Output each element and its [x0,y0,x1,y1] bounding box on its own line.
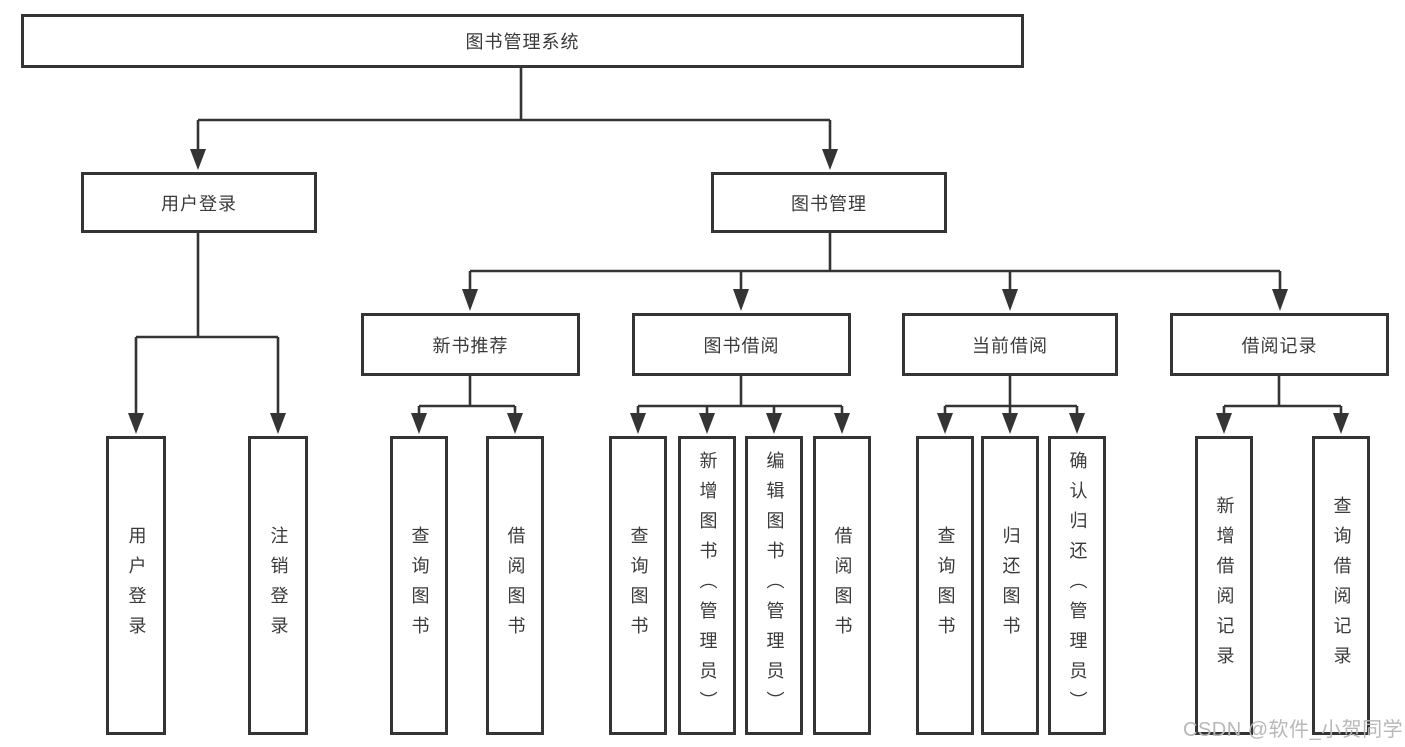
node-label: 借阅图书 [832,525,853,646]
node-label: 查询图书 [409,525,430,646]
node-label: 注销登录 [268,525,289,646]
arrowhead [834,413,850,434]
node-label: 新书推荐 [432,335,509,356]
node-query-books-3: 查询图书 [916,436,974,735]
arrowhead [1272,289,1288,311]
node-label: 确认归还（管理员） [1067,450,1088,721]
node-label: 归还图书 [1000,525,1021,646]
node-return-books: 归还图书 [981,436,1039,735]
node-user-login: 用户登录 [81,172,317,233]
node-add-books-admin: 新增图书（管理员） [678,436,736,735]
arrowhead [733,289,749,311]
node-query-books-1: 查询图书 [390,436,448,735]
node-add-borrow-record: 新增借阅记录 [1195,436,1253,735]
node-label: 查询图书 [935,525,956,646]
arrowhead [128,413,144,434]
node-library-management-system: 图书管理系统 [21,14,1024,68]
node-logout: 注销登录 [248,436,308,735]
arrowhead [766,413,782,434]
node-new-book-recommend: 新书推荐 [361,313,580,376]
node-book-management: 图书管理 [711,172,947,233]
node-user-login-leaf: 用户登录 [106,436,166,735]
arrowhead [1069,413,1085,434]
node-label: 查询图书 [628,525,649,646]
arrowhead [822,149,838,170]
node-borrow-books-1: 借阅图书 [486,436,544,735]
arrowhead [270,413,286,434]
node-label: 图书管理系统 [465,32,580,52]
arrowhead [190,149,206,170]
node-label: 借阅图书 [505,525,526,646]
node-label: 编辑图书（管理员） [764,450,785,721]
node-label: 新增借阅记录 [1214,495,1235,676]
node-label: 借阅记录 [1241,335,1318,356]
arrowhead [1002,413,1018,434]
node-label: 查询借阅记录 [1331,495,1352,676]
arrowhead [507,413,523,434]
arrowhead [462,289,478,311]
node-borrow-records: 借阅记录 [1170,313,1389,376]
node-label: 图书借阅 [703,335,780,356]
node-label: 新增图书（管理员） [697,450,718,721]
arrowhead [630,413,646,434]
arrowhead [1333,413,1349,434]
node-label: 当前借阅 [972,335,1048,356]
node-confirm-return-admin: 确认归还（管理员） [1048,436,1106,735]
node-query-borrow-record: 查询借阅记录 [1312,436,1370,735]
node-label: 用户登录 [126,525,147,646]
arrowhead [1002,289,1018,311]
arrowhead [1216,413,1232,434]
node-query-books-2: 查询图书 [609,436,667,735]
node-book-borrow: 图书借阅 [632,313,851,376]
csdn-watermark: CSDN @软件_小贺同学 [1183,719,1404,741]
node-current-borrow: 当前借阅 [902,313,1118,376]
arrowhead [937,413,953,434]
node-label: 用户登录 [161,193,237,214]
node-edit-books-admin: 编辑图书（管理员） [745,436,803,735]
node-label: 图书管理 [791,193,867,214]
arrowhead [411,413,427,434]
arrowhead [699,413,715,434]
node-borrow-books-2: 借阅图书 [813,436,871,735]
